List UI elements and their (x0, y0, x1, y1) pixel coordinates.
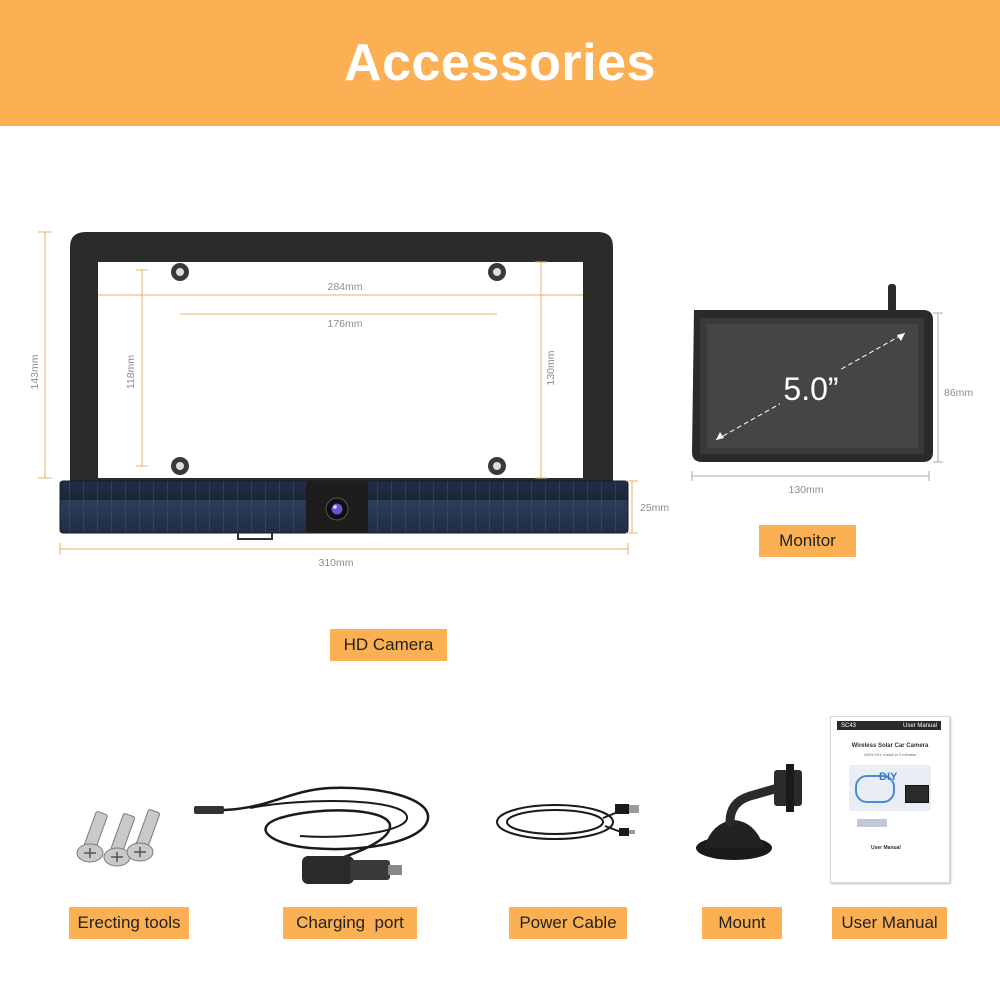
monitor-label-text: Monitor (779, 531, 836, 550)
power-cable-label-text: Power Cable (519, 913, 617, 932)
mount-label: Mount (702, 907, 782, 939)
dim-monitor-130mm: 130mm (788, 484, 823, 496)
hd-camera-label: HD Camera (330, 629, 447, 661)
charging-port-icon (194, 786, 430, 884)
dim-25mm: 25mm (640, 502, 669, 514)
charging-port-label-text: Charging port (296, 913, 404, 932)
dim-143mm: 143mm (29, 354, 41, 389)
manual-title: Wireless Solar Car Camera (851, 743, 929, 749)
manual-brand: DIY (879, 771, 898, 783)
manual-cover-image: DIY (849, 765, 931, 811)
page-title: Accessories (344, 34, 656, 92)
monitor-illustration: 5.0” 86mm 130mm (691, 284, 973, 496)
user-manual-label-text: User Manual (841, 913, 938, 932)
user-manual-label: User Manual (832, 907, 947, 939)
camera-frame-illustration: 284mm 176mm 143mm 118mm 130mm 25mm 310mm (29, 231, 669, 569)
monitor-label: Monitor (759, 525, 856, 557)
dim-130mm: 130mm (545, 350, 557, 385)
screws-icon (76, 809, 161, 867)
mount-label-text: Mount (718, 913, 766, 932)
manual-subtitle: 100% DIY, install in 3 minutes (863, 752, 917, 757)
mount-icon (696, 764, 802, 860)
manual-model: SC43 (841, 722, 857, 729)
power-cable-label: Power Cable (509, 907, 627, 939)
header-banner: Accessories (0, 0, 1000, 126)
dim-284mm: 284mm (327, 281, 362, 293)
power-cable-icon (496, 804, 639, 840)
hd-camera-label-text: HD Camera (343, 635, 434, 654)
erecting-tools-label-text: Erecting tools (77, 913, 181, 932)
manual-header: User Manual (902, 722, 937, 729)
user-manual-booklet: SC43 User Manual Wireless Solar Car Came… (830, 716, 950, 883)
dim-176mm: 176mm (327, 318, 362, 330)
dim-86mm: 86mm (944, 387, 973, 399)
manual-footer: User Manual (871, 845, 901, 851)
charging-port-label: Charging port (283, 907, 417, 939)
erecting-tools-label: Erecting tools (69, 907, 189, 939)
dim-118mm: 118mm (125, 355, 137, 389)
dim-310mm: 310mm (318, 557, 353, 569)
screen-size-label: 5.0” (783, 371, 838, 407)
